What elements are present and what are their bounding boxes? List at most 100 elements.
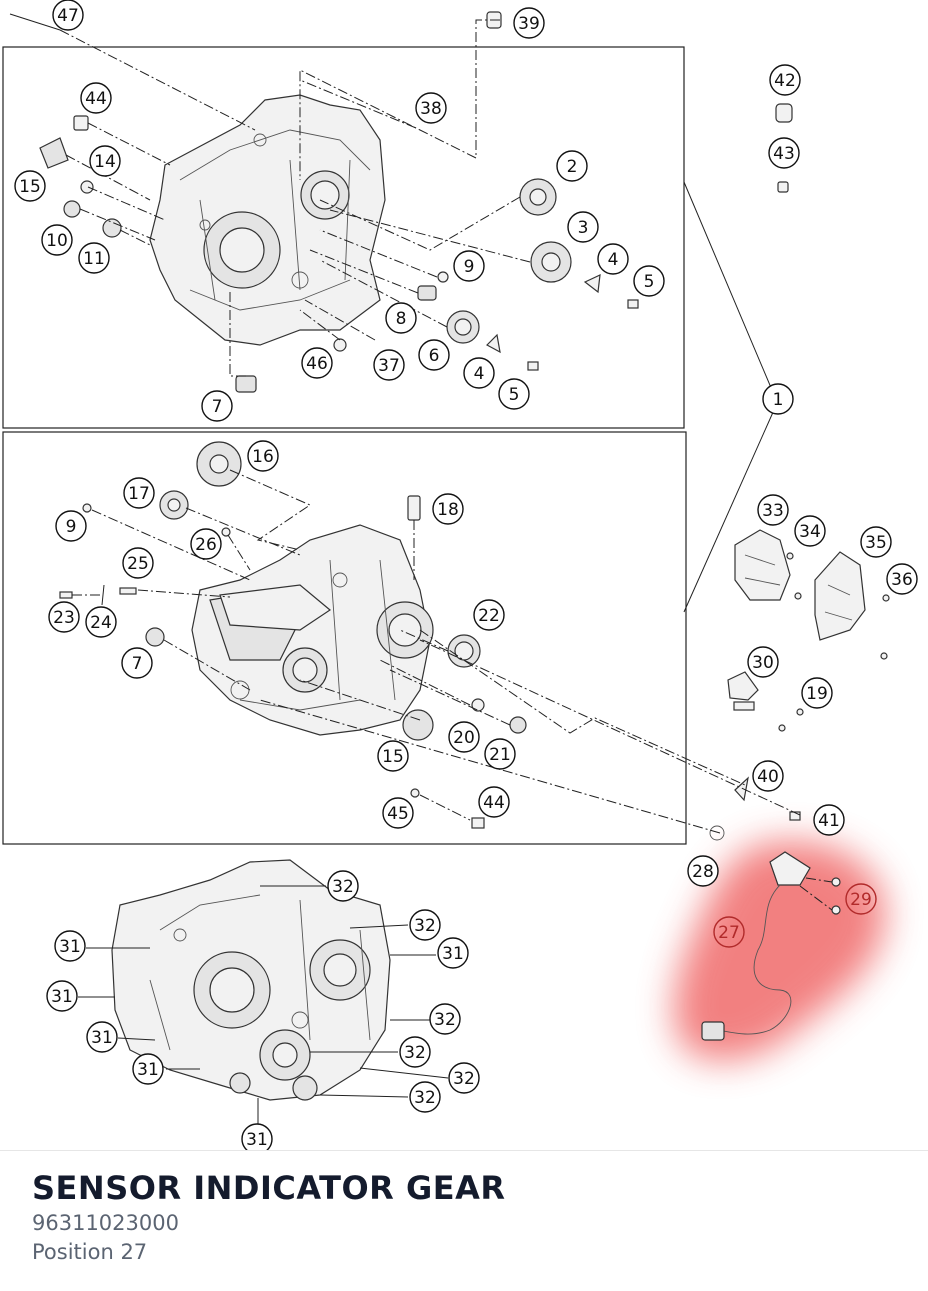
- callout-1[interactable]: 1: [762, 383, 794, 415]
- callout-41[interactable]: 41: [813, 804, 845, 836]
- callout-label: 39: [518, 14, 540, 34]
- callout-circle: [886, 563, 918, 595]
- callout-44[interactable]: 44: [478, 786, 510, 818]
- callout-32[interactable]: 32: [448, 1062, 480, 1094]
- callout-6[interactable]: 6: [418, 339, 450, 371]
- callout-14[interactable]: 14: [89, 145, 121, 177]
- callout-31[interactable]: 31: [437, 937, 469, 969]
- callout-label: 35: [865, 533, 887, 553]
- callout-25[interactable]: 25: [122, 547, 154, 579]
- callout-5[interactable]: 5: [633, 265, 665, 297]
- callout-35[interactable]: 35: [860, 526, 892, 558]
- callout-10[interactable]: 10: [41, 224, 73, 256]
- callout-15[interactable]: 15: [377, 740, 409, 772]
- callout-4[interactable]: 4: [463, 357, 495, 389]
- callout-label: 31: [246, 1130, 268, 1150]
- callout-31[interactable]: 31: [46, 980, 78, 1012]
- callout-label: 4: [474, 364, 485, 384]
- callout-45[interactable]: 45: [382, 797, 414, 829]
- bottom-crankcase: [111, 859, 391, 1101]
- callout-40[interactable]: 40: [752, 760, 784, 792]
- callout-7[interactable]: 7: [121, 647, 153, 679]
- callout-30[interactable]: 30: [747, 646, 779, 678]
- callout-31[interactable]: 31: [241, 1123, 273, 1150]
- callout-9[interactable]: 9: [453, 250, 485, 282]
- callout-39[interactable]: 39: [513, 7, 545, 39]
- callout-label: 31: [59, 937, 81, 957]
- callout-2[interactable]: 2: [556, 150, 588, 182]
- callout-label: 19: [806, 684, 828, 704]
- callout-18[interactable]: 18: [432, 493, 464, 525]
- callout-label: 5: [509, 385, 520, 405]
- callout-15[interactable]: 15: [14, 170, 46, 202]
- callout-circle: [409, 1081, 441, 1113]
- callout-circle: [247, 440, 279, 472]
- callout-label: 40: [757, 767, 779, 787]
- callout-label: 10: [46, 231, 68, 251]
- callout-label: 32: [332, 877, 354, 897]
- callout-23[interactable]: 23: [48, 601, 80, 633]
- callout-4[interactable]: 4: [597, 243, 629, 275]
- callout-36[interactable]: 36: [886, 563, 918, 595]
- callout-32[interactable]: 32: [409, 1081, 441, 1113]
- callout-label: 41: [818, 811, 840, 831]
- callout-32[interactable]: 32: [429, 1003, 461, 1035]
- callout-label: 18: [437, 500, 459, 520]
- callout-31[interactable]: 31: [132, 1053, 164, 1085]
- callout-label: 21: [489, 745, 511, 765]
- callout-label: 31: [91, 1028, 113, 1048]
- bottom-lead-lines: [78, 885, 449, 1125]
- callout-label: 31: [137, 1060, 159, 1080]
- callout-34[interactable]: 34: [794, 515, 826, 547]
- callout-19[interactable]: 19: [801, 677, 833, 709]
- callout-circle: [768, 137, 800, 169]
- callout-3[interactable]: 3: [567, 211, 599, 243]
- callout-label: 25: [127, 554, 149, 574]
- callout-circle: [752, 760, 784, 792]
- callout-11[interactable]: 11: [78, 242, 110, 274]
- callout-label: 24: [90, 613, 112, 633]
- callout-20[interactable]: 20: [448, 721, 480, 753]
- callout-38[interactable]: 38: [415, 92, 447, 124]
- callout-16[interactable]: 16: [247, 440, 279, 472]
- callout-8[interactable]: 8: [385, 302, 417, 334]
- callout-31[interactable]: 31: [54, 930, 86, 962]
- callout-label: 17: [128, 484, 150, 504]
- callout-label: 47: [57, 6, 79, 26]
- callout-32[interactable]: 32: [409, 909, 441, 941]
- callout-37[interactable]: 37: [373, 349, 405, 381]
- callout-circle: [769, 64, 801, 96]
- callout-33[interactable]: 33: [757, 494, 789, 526]
- callout-32[interactable]: 32: [399, 1036, 431, 1068]
- callout-47[interactable]: 47: [52, 0, 84, 31]
- callout-label: 3: [578, 218, 589, 238]
- callout-5[interactable]: 5: [498, 378, 530, 410]
- callout-29[interactable]: 29: [845, 883, 877, 915]
- callout-42[interactable]: 42: [769, 64, 801, 96]
- callout-28[interactable]: 28: [687, 855, 719, 887]
- callout-26[interactable]: 26: [190, 528, 222, 560]
- callout-27[interactable]: 27: [713, 916, 745, 948]
- callout-44[interactable]: 44: [80, 82, 112, 114]
- callout-32[interactable]: 32: [327, 870, 359, 902]
- part-position: Position 27: [32, 1240, 148, 1264]
- callout-17[interactable]: 17: [123, 477, 155, 509]
- callout-label: 22: [478, 606, 500, 626]
- callout-21[interactable]: 21: [484, 738, 516, 770]
- callout-circle: [385, 302, 417, 334]
- callout-circle: [55, 510, 87, 542]
- callout-43[interactable]: 43: [768, 137, 800, 169]
- callout-22[interactable]: 22: [473, 599, 505, 631]
- upper-lead-lines: [59, 19, 531, 377]
- callout-7[interactable]: 7: [201, 390, 233, 422]
- callout-circle: [747, 646, 779, 678]
- callout-24[interactable]: 24: [85, 606, 117, 638]
- callout-circle: [409, 909, 441, 941]
- callout-31[interactable]: 31: [86, 1021, 118, 1053]
- callout-46[interactable]: 46: [301, 347, 333, 379]
- callout-circle: [41, 224, 73, 256]
- callout-label: 26: [195, 535, 217, 555]
- callout-circle: [432, 493, 464, 525]
- callout-label: 15: [382, 747, 404, 767]
- callout-9[interactable]: 9: [55, 510, 87, 542]
